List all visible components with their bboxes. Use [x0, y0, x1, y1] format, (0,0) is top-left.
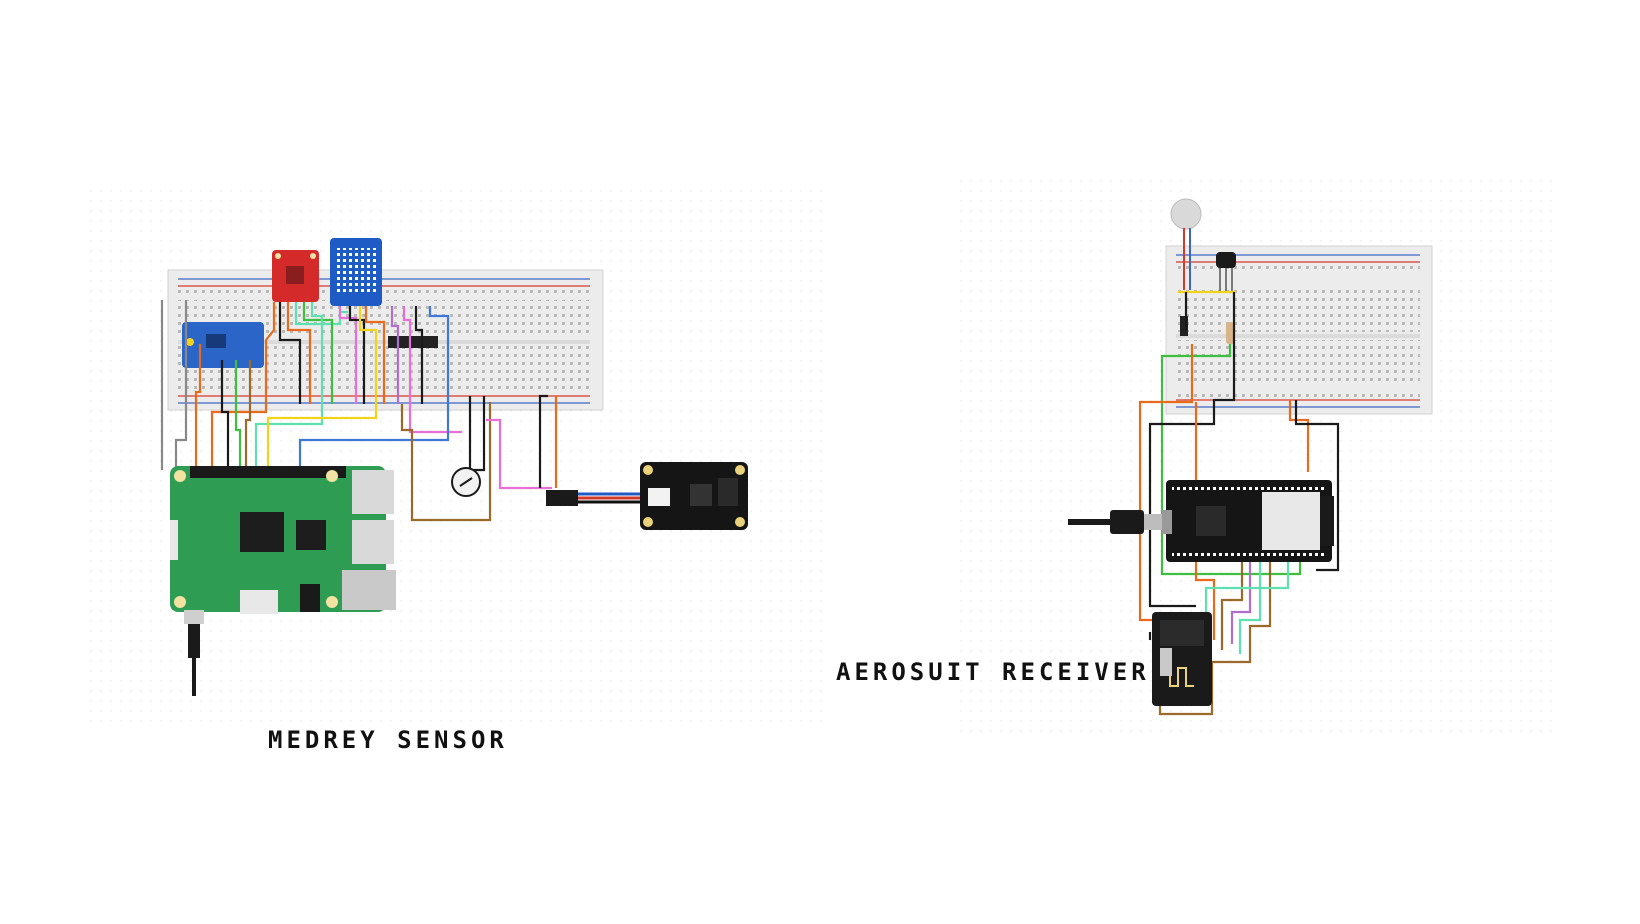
right-circuit: [955, 172, 1555, 732]
usb-cable-icon: [1068, 510, 1162, 534]
right-circuit-caption: AEROSUIT RECEIVER: [836, 658, 1150, 686]
adc-module-icon: [182, 322, 264, 368]
ic-chip-icon: [388, 336, 438, 348]
resistor-icon: [1226, 322, 1234, 344]
nrf24-module-icon: [1152, 612, 1212, 706]
led-matrix-icon: [330, 238, 382, 306]
left-circuit: [90, 190, 825, 730]
right-breadboard: [1165, 245, 1433, 415]
esp32-board-icon: [1162, 480, 1334, 562]
temperature-sensor-icon: [1216, 252, 1236, 292]
left-wires: [160, 300, 558, 522]
accelerometer-module-icon: [272, 250, 319, 302]
connector-cable: [578, 492, 640, 504]
pressure-sensor-icon: [451, 467, 481, 497]
force-sensor-icon: [1170, 198, 1202, 290]
audio-amplifier-module-icon: [640, 462, 748, 530]
jst-connector-icon: [546, 490, 578, 506]
raspberry-pi-board-icon: [170, 466, 396, 614]
usb-cable-icon: [184, 610, 204, 696]
diode-icon: [1180, 316, 1188, 336]
left-circuit-caption: MEDREY SENSOR: [268, 726, 508, 754]
